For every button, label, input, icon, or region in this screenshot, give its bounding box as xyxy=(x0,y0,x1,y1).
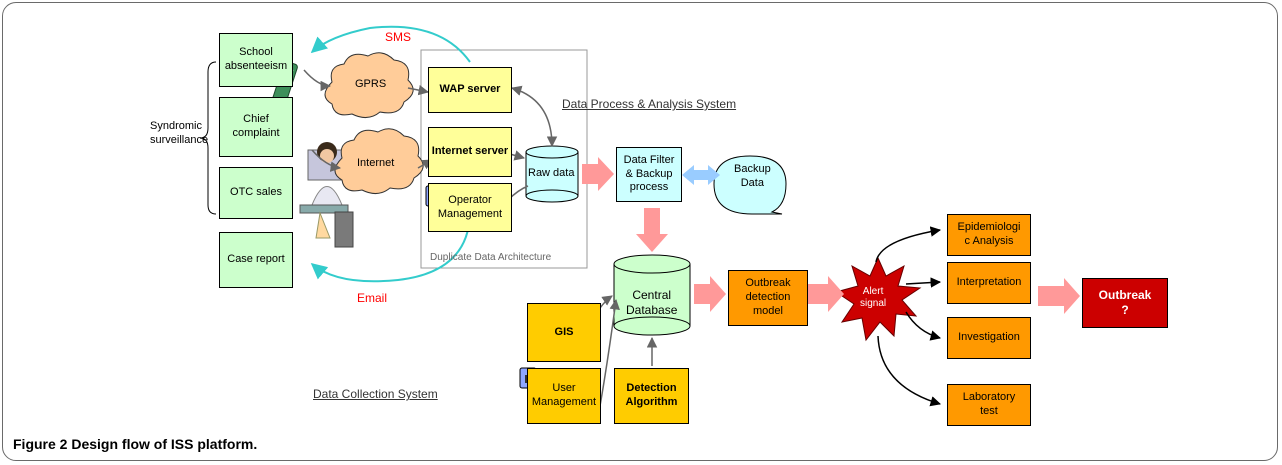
syndromic-surveillance-label: Syndromic surveillance xyxy=(150,120,209,146)
internet-server-node: Internet server xyxy=(428,127,512,177)
alert-signal-star xyxy=(834,256,922,342)
figure-caption-text: Design flow of ISS platform. xyxy=(67,436,258,452)
alert-signal-label: Alert signal xyxy=(860,286,887,309)
gprs-label: GPRS xyxy=(355,78,387,90)
gprs-cloud-icon xyxy=(324,52,414,118)
collection-system-title: Data Collection System xyxy=(313,387,438,401)
gray-connectors xyxy=(303,69,658,407)
syndromic-brace xyxy=(199,61,217,215)
duplicate-architecture-label: Duplicate Data Architecture xyxy=(430,252,552,263)
email-curve xyxy=(310,213,471,283)
investigation-node: Investigation xyxy=(947,317,1031,359)
central-database-cylinder xyxy=(613,254,691,336)
user-management-node: User Management xyxy=(527,368,601,424)
raw-data-cylinder xyxy=(525,145,579,203)
backup-data-label: Backup Data xyxy=(734,163,771,189)
central-database-label: Central Database xyxy=(626,288,678,317)
wap-server-node: WAP server xyxy=(428,67,512,113)
backup-double-arrow xyxy=(682,165,720,185)
school-absenteeism-node: School absenteeism xyxy=(219,33,293,87)
data-filter-node: Data Filter & Backup process xyxy=(616,147,682,202)
outbreak-node: Outbreak ? xyxy=(1082,278,1168,328)
operator-management-node: Operator Management xyxy=(428,183,512,232)
internet-label: Internet xyxy=(357,157,395,169)
process-system-title: Data Process & Analysis System xyxy=(562,97,737,111)
figure-caption: Figure 2 Design flow of ISS platform. xyxy=(13,436,257,452)
raw-data-label: Raw data xyxy=(528,167,575,179)
outbreak-detection-model-node: Outbreak detection model xyxy=(728,270,808,326)
interpretation-node: Interpretation xyxy=(947,262,1031,304)
sms-label: SMS xyxy=(385,30,412,44)
figure-caption-label: Figure 2 xyxy=(13,436,68,452)
detection-algorithm-node: Detection Algorithm xyxy=(614,368,689,424)
sms-curve xyxy=(310,25,471,63)
gis-node: GIS xyxy=(527,303,601,362)
outcome-arrows xyxy=(875,226,942,407)
email-label: Email xyxy=(357,291,388,305)
otc-sales-node: OTC sales xyxy=(219,167,293,219)
epidemiologic-analysis-node: Epidemiologi c Analysis xyxy=(947,214,1031,256)
backup-data-shape xyxy=(713,155,787,215)
pink-flow-arrows xyxy=(582,157,1080,314)
laboratory-test-node: Laboratory test xyxy=(947,384,1031,426)
case-report-node: Case report xyxy=(219,232,293,288)
chief-complaint-node: Chief complaint xyxy=(219,97,293,157)
